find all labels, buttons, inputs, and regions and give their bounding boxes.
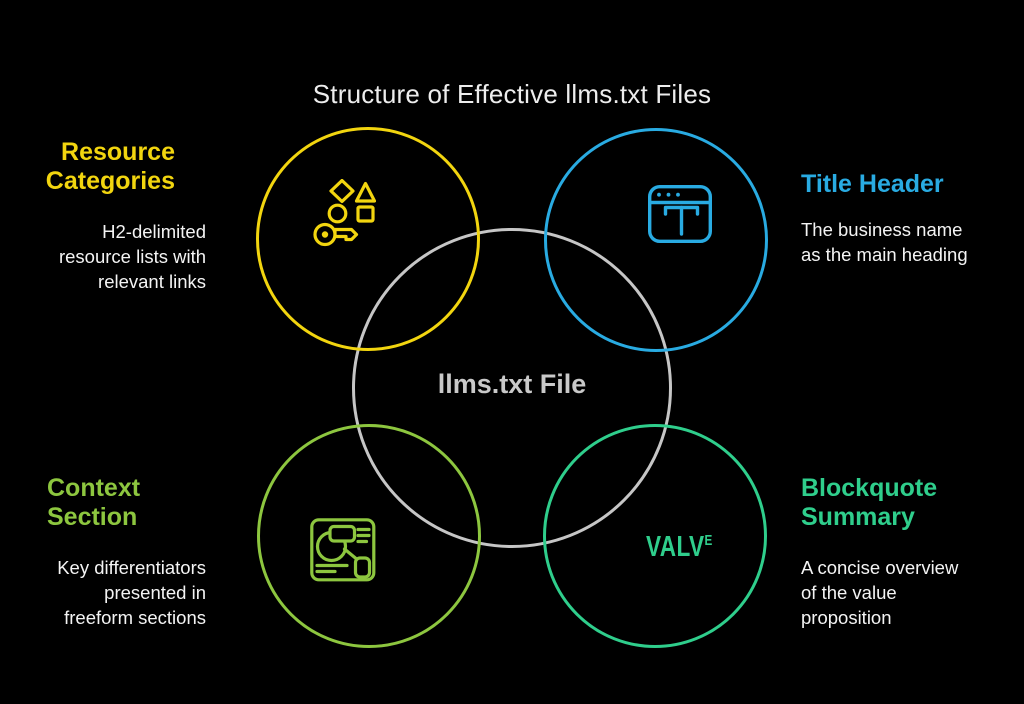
browser-dot	[666, 192, 671, 197]
blockquote-summary-description: A concise overview of the value proposit…	[801, 557, 959, 628]
center-circle	[352, 228, 672, 548]
valve-wordmark-superscript: E	[704, 532, 713, 549]
browser-dot	[657, 192, 661, 197]
key-shaft	[333, 227, 359, 242]
title-header-description: The business name as the main heading	[801, 219, 968, 265]
resource-categories-circle	[256, 127, 480, 351]
blockquote-summary-circle	[543, 424, 767, 648]
document-analysis-icon	[310, 518, 376, 582]
context-section-circle	[257, 424, 481, 648]
title-header-circle	[544, 128, 768, 352]
center-circle-label: llms.txt File	[437, 369, 587, 399]
browser-dot	[676, 192, 680, 197]
square-shape	[356, 205, 375, 223]
blockquote-summary-heading: Blockquote Summary	[801, 474, 938, 531]
valve-wordmark-text: VALV	[646, 531, 705, 563]
browser-frame	[648, 185, 712, 243]
triangle-shape	[354, 181, 376, 203]
diagram-card	[328, 524, 357, 543]
shapes-and-key-icon	[313, 179, 376, 247]
document-frame	[310, 518, 376, 582]
browser-window-title-icon	[648, 185, 712, 243]
diagram-node	[353, 556, 372, 579]
context-section-heading: Context Section	[47, 474, 141, 531]
valve-wordmark: VALVE	[646, 531, 712, 564]
diagram-title: Structure of Effective llms.txt Files	[312, 79, 712, 110]
key-hole	[321, 231, 329, 238]
resource-categories-heading: Resource Categories	[45, 138, 175, 195]
circle-shape	[327, 203, 348, 224]
resource-categories-description: H2-delimited resource lists with relevan…	[58, 221, 206, 292]
diamond-shape	[329, 179, 355, 204]
title-header-heading: Title Header	[801, 170, 944, 198]
context-section-description: Key differentiators presented in freefor…	[57, 557, 206, 628]
